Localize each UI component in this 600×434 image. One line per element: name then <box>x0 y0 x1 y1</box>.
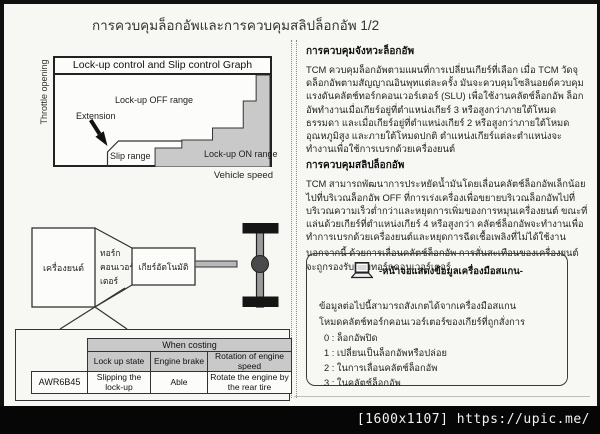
extension-label: Extension <box>76 111 116 121</box>
transmission-label: เกียร์อัตโนมัติ <box>139 262 189 272</box>
table-spacer-cell <box>32 352 88 372</box>
right-text-column: การควบคุมจังหวะล็อกอัพ TCM ควบคุมล็อกอัพ… <box>306 44 589 276</box>
slip-range-boundary <box>106 140 182 167</box>
engine-box <box>31 227 96 308</box>
scan-box-title: -หน้าจอแสดงข้อมูลเครื่องมือสแกน- <box>379 265 523 277</box>
scan-box-item-1: 1 : เปลี่ยนเป็นล็อกอัพหรือปล่อย <box>324 348 447 358</box>
engine-label: เครื่องยนต์ <box>43 261 84 273</box>
table-cell: Slipping the lock-up <box>87 371 151 395</box>
scan-box-title-row: -หน้าจอแสดงข้อมูลเครื่องมือสแกน- <box>351 262 523 280</box>
drivetrain-diagram: เครื่องยนต์ ทอร์ก คอนเวอร์ เตอร์ เกียร์อ… <box>31 223 279 330</box>
graph-x-axis-label: Vehicle speed <box>213 170 273 181</box>
scan-edge-right <box>597 0 600 434</box>
scan-tool-info-box: -หน้าจอแสดงข้อมูลเครื่องมือสแกน- ข้อมูลต… <box>306 253 568 388</box>
slip-range-label: Slip range <box>110 151 151 161</box>
callout-connector-1 <box>59 287 126 330</box>
lockup-on-region <box>154 75 270 167</box>
laptop-icon <box>351 262 373 279</box>
page-title: การควบคุมล็อกอัพและการควบคุมสลิปล็อกอัพ … <box>92 18 380 33</box>
scan-edge-top <box>0 0 600 4</box>
section-body-slip-lockup: TCM สามารถพัฒนาการประหยัดน้ำมันโดยเลื่อน… <box>306 178 588 243</box>
scan-box-line: ข้อมูลต่อไปนี้สามารถสังเกตได้จากเครื่องม… <box>319 301 517 311</box>
watermark-text: [1600x1107] https://upic.me/ <box>356 412 590 427</box>
section-body-lockup-timing: TCM ควบคุมล็อกอัพตามแผนที่การเปลี่ยนเกีย… <box>306 64 584 155</box>
table-cell: Rotate the engine by the rear tire <box>207 371 292 395</box>
transmission-box <box>131 247 196 286</box>
table-col-header: Rotation of engine speed <box>207 350 292 373</box>
extension-arrow-shaft <box>89 118 102 136</box>
section-body-slip-lockup-2: นอกจากนี้ ด้วยการเลื่อนคลัตช์ล็อกอัพ การ… <box>306 247 579 272</box>
column-divider <box>291 40 297 398</box>
table-col-header: Lock up state <box>87 350 151 373</box>
graph-shapes <box>89 75 270 167</box>
table-col-header: Engine brake <box>150 350 208 373</box>
scan-edge-left <box>0 0 4 434</box>
scan-box-item-3: 3 : ในคลัตช์ล็อกอัพ <box>324 378 401 388</box>
table-row-label: AWR6B45 <box>31 371 88 395</box>
torque-converter-top-line <box>94 227 133 249</box>
section-heading-lockup-timing: การควบคุมจังหวะล็อกอัพ <box>306 46 415 57</box>
graph-plot-area: Lock-up OFF range Extension Slip range L… <box>55 75 278 167</box>
torque-converter-label-3: เตอร์ <box>100 276 119 286</box>
rear-wheel-bottom <box>242 296 279 307</box>
graph-y-axis-label: Throttle opening <box>39 59 49 125</box>
torque-converter-label-1: ทอร์ก <box>100 248 120 258</box>
extension-arrow-head <box>95 131 108 146</box>
lockup-off-range-label: Lock-up OFF range <box>115 95 194 105</box>
scan-artifact-line <box>294 396 590 397</box>
scan-box-line: โหมดคลัตช์ทอร์กคอนเวอร์เตอร์ของเกียร์ที่… <box>319 317 525 327</box>
table-span-header: When costing <box>87 338 292 352</box>
rear-wheel-top <box>242 223 279 234</box>
section-heading-slip-lockup: การควบคุมสลิปล็อกอัพ <box>306 160 405 172</box>
table-cell: Able <box>150 371 208 395</box>
callout-connector-2 <box>94 306 128 330</box>
scan-box-item-2: 2 : ในการเลื่อนคลัตช์ล็อกอัพ <box>324 363 438 373</box>
scan-box-item-0: 0 : ล็อกอัพปิด <box>324 333 378 343</box>
lockup-slip-graph: Lock-up control and Slip control Graph L… <box>53 56 278 167</box>
lockup-on-range-label: Lock-up ON range <box>204 149 278 159</box>
differential <box>251 255 269 273</box>
propeller-shaft <box>194 260 238 268</box>
graph-title: Lock-up control and Slip control Graph <box>55 58 270 75</box>
torque-converter-label-2: คอนเวอร์ <box>100 262 134 272</box>
table-spacer-cell <box>32 339 88 352</box>
coasting-spec-table: When costing Lock up state Engine brake … <box>31 338 292 395</box>
watermark-bar: [1600x1107] https://upic.me/ <box>0 406 600 434</box>
